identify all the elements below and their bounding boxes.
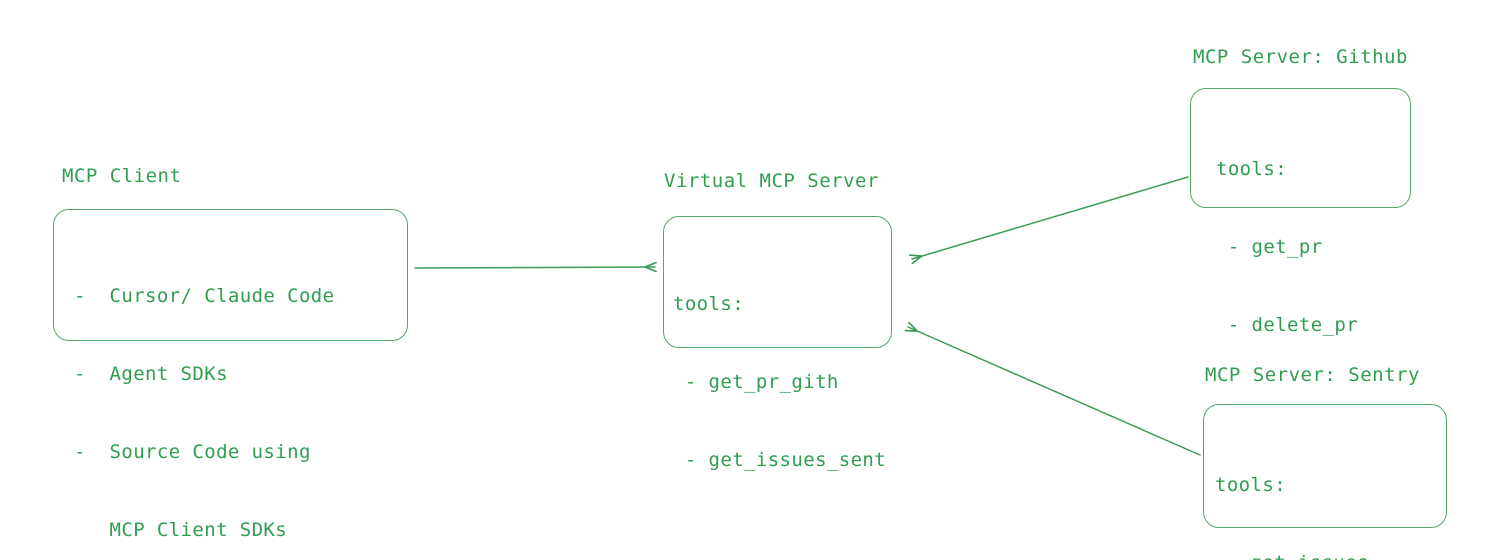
virtual-mcp-server-line-2: - get_pr_gith	[673, 371, 839, 393]
mcp-client-line-3: - Source Code using	[74, 441, 311, 463]
edge-github-to-virtual	[912, 176, 1189, 259]
mcp-server-sentry-content: tools: - get_issues - delete_project ...	[1215, 420, 1416, 560]
mcp-client-line-4: MCP Client SDKs	[74, 519, 288, 541]
mcp-server-github-line-2: - get_pr	[1216, 236, 1323, 258]
mcp-server-sentry-title: MCP Server: Sentry	[1205, 364, 1420, 386]
edge-sentry-to-virtual	[908, 327, 1201, 456]
mcp-server-github-line-3: - delete_pr	[1216, 314, 1359, 336]
mcp-server-github-title: MCP Server: Github	[1193, 46, 1408, 68]
mcp-client-title: MCP Client	[62, 165, 182, 187]
mcp-server-sentry-line-2: - get_issues	[1215, 550, 1416, 560]
mcp-client-content: - Cursor/ Claude Code - Agent SDKs - Sou…	[74, 231, 334, 560]
mcp-client-box[interactable]	[53, 209, 408, 341]
mcp-client-line-2: - Agent SDKs	[74, 363, 228, 385]
virtual-mcp-server-content: tools: - get_pr_gith - get_issues_sent	[673, 239, 886, 525]
mcp-server-github-box[interactable]	[1190, 88, 1411, 208]
mcp-server-sentry-box[interactable]	[1203, 404, 1447, 528]
edge-client-to-virtual	[414, 267, 655, 268]
virtual-mcp-server-line-1: tools:	[673, 293, 745, 315]
mcp-client-line-1: - Cursor/ Claude Code	[74, 285, 335, 307]
mcp-server-github-line-1: tools:	[1216, 158, 1288, 180]
virtual-mcp-server-title: Virtual MCP Server	[664, 170, 879, 192]
mcp-server-sentry-line-1: tools:	[1215, 474, 1287, 496]
virtual-mcp-server-box[interactable]	[663, 216, 892, 348]
virtual-mcp-server-line-3: - get_issues_sent	[673, 449, 887, 471]
